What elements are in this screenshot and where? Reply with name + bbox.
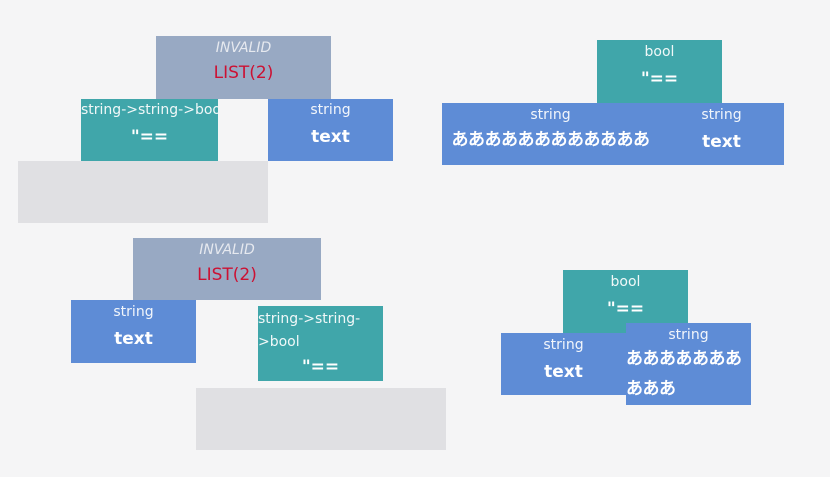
bool-node[interactable]: bool "== [563,270,688,333]
node-value: text [702,132,741,152]
node-type-label: string [543,337,584,353]
string-node[interactable]: string text [268,99,393,161]
invalid-list-node[interactable]: INVALID LIST(2) [156,36,331,99]
node-value: "== [606,299,645,319]
node-type-label: string [668,327,709,343]
string-node[interactable]: string ああああああああああああ [442,103,659,165]
node-type-label: string->string->bool [81,102,218,118]
string-node[interactable]: string text [659,103,784,165]
node-type-label: string [701,107,742,123]
node-value: text [114,329,153,349]
empty-slot [18,161,268,223]
node-status-label: INVALID [215,40,272,56]
node-value: ああああああああああ [626,349,742,399]
string-node[interactable]: string text [71,300,196,363]
node-status-label: INVALID [199,242,255,258]
bool-node[interactable]: bool "== [597,40,722,103]
node-type-label: string [530,107,571,123]
node-value: LIST(2) [197,265,257,285]
node-type-label: bool [644,44,675,60]
node-value: LIST(2) [213,63,274,83]
invalid-list-node[interactable]: INVALID LIST(2) [133,238,321,300]
node-type-label: string [113,304,154,320]
node-value: "== [301,357,340,377]
string-node[interactable]: string text [501,333,626,395]
node-value: text [544,362,583,382]
node-value: "== [640,69,679,89]
node-type-label: bool [610,274,641,290]
node-value: "== [130,127,169,147]
function-node[interactable]: string->string->bool "== [81,99,218,161]
string-node[interactable]: string ああああああああああ [626,323,751,405]
empty-slot [196,388,446,450]
node-value: text [311,127,350,147]
node-type-label: string->string->bool [258,311,361,350]
node-value: ああああああああああああ [451,130,651,150]
node-type-label: string [310,102,351,118]
function-node[interactable]: string->string->bool "== [258,306,383,381]
